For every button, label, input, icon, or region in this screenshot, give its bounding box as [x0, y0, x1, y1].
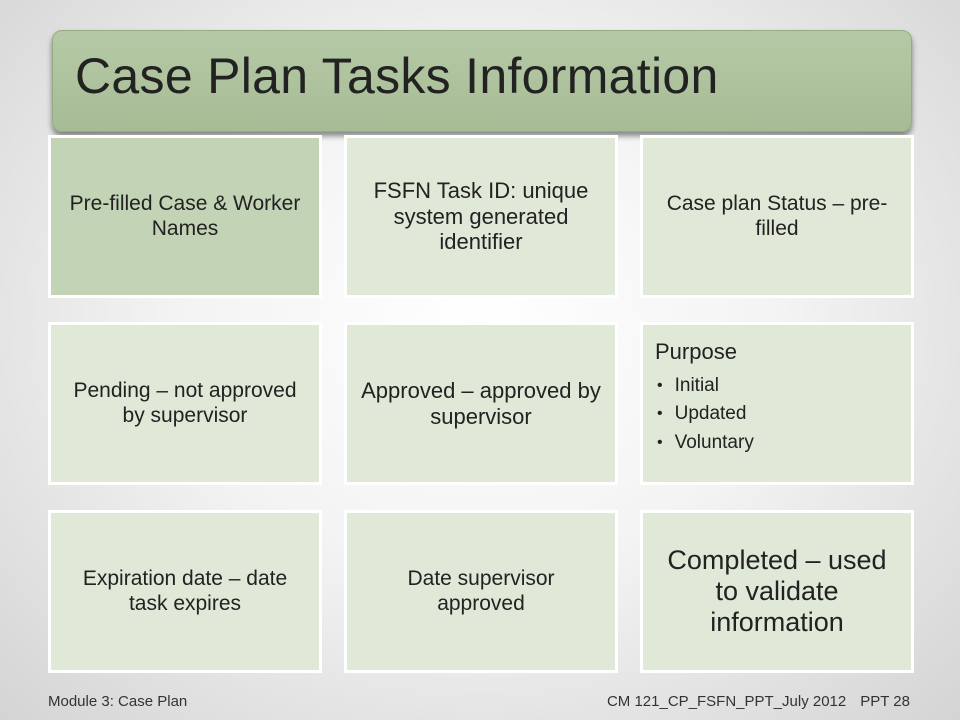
- tile-prefilled-names: Pre-filled Case & Worker Names: [48, 135, 322, 298]
- bullet-icon: •: [657, 433, 663, 451]
- tile-text: FSFN Task ID: unique system generated id…: [373, 177, 589, 255]
- tile-text: Date supervisor approved: [407, 566, 555, 615]
- tile-pending: Pending – not approved by supervisor: [48, 322, 322, 485]
- tile-completed: Completed – used to validate information: [640, 510, 914, 673]
- list-item: • Initial: [657, 375, 899, 397]
- tile-text: Completed – used to validate information: [667, 544, 887, 638]
- purpose-item-label: Initial: [674, 374, 719, 396]
- tile-fsfn-task-id: FSFN Task ID: unique system generated id…: [344, 135, 618, 298]
- title-bar: Case Plan Tasks Information: [52, 30, 912, 132]
- tile-text: Pre-filled Case & Worker Names: [69, 191, 301, 240]
- footer-page-number: PPT 28: [860, 693, 910, 710]
- list-item: • Voluntary: [657, 432, 899, 454]
- purpose-heading: Purpose: [655, 339, 737, 364]
- bullet-icon: •: [657, 405, 663, 423]
- purpose-item-label: Updated: [674, 403, 747, 425]
- tile-date-supervisor-approved: Date supervisor approved: [344, 510, 618, 673]
- tile-text: Case plan Status – pre-filled: [666, 191, 888, 240]
- footer-course: CM 121_CP_FSFN_PPT_July 2012: [606, 693, 847, 710]
- footer-module: Module 3: Case Plan: [48, 693, 188, 710]
- tile-case-plan-status: Case plan Status – pre-filled: [640, 135, 914, 298]
- tile-text: Pending – not approved by supervisor: [73, 378, 297, 427]
- tile-text: Approved – approved by supervisor: [361, 377, 601, 429]
- list-item: • Updated: [657, 403, 899, 425]
- tile-approved: Approved – approved by supervisor: [344, 322, 618, 485]
- tile-purpose: Purpose • Initial • Updated • Voluntary: [640, 322, 914, 485]
- purpose-item-label: Voluntary: [674, 431, 754, 453]
- footer-right: CM 121_CP_FSFN_PPT_July 2012 PPT 28: [607, 693, 910, 710]
- tile-expiration-date: Expiration date – date task expires: [48, 510, 322, 673]
- purpose-list: • Initial • Updated • Voluntary: [655, 375, 899, 454]
- tile-text: Expiration date – date task expires: [82, 566, 288, 615]
- bullet-icon: •: [657, 376, 663, 394]
- slide-title: Case Plan Tasks Information: [75, 48, 719, 104]
